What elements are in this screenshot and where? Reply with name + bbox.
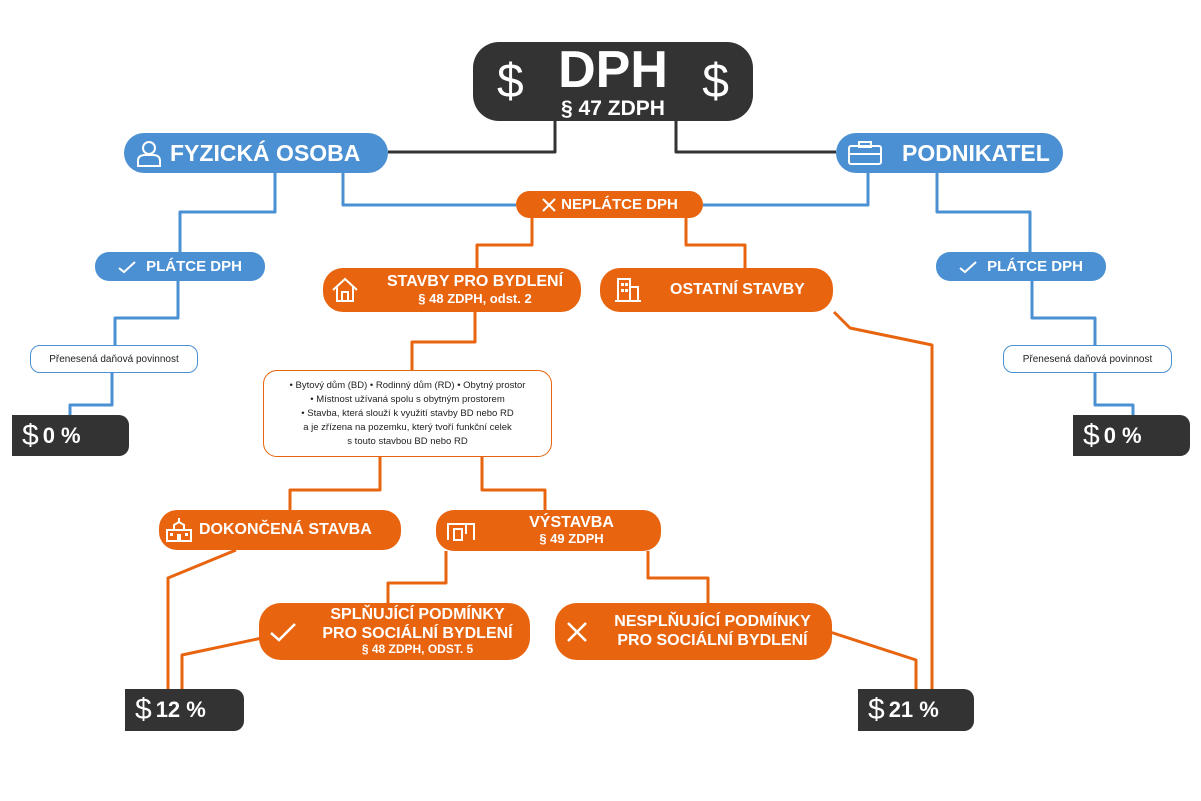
building-icon	[614, 277, 642, 303]
prenesena-left-text: Přenesená daňová povinnost	[49, 353, 179, 365]
person-icon	[136, 139, 162, 167]
podnikatel-label: PODNIKATEL	[902, 139, 1050, 166]
splnujici-podminky-node: SPLŇUJÍCÍ PODMÍNKY PRO SOCIÁLNÍ BYDLENÍ …	[259, 603, 530, 660]
condition-line: a je zřízena na pozemku, který tvoří fun…	[303, 422, 512, 433]
stavby-pro-bydleni-sub: § 48 ZDPH, odst. 2	[418, 290, 532, 306]
splnujici-line2: PRO SOCIÁLNÍ BYDLENÍ	[322, 624, 513, 642]
rate-0-left-value: 0 %	[42, 422, 81, 448]
condition-line: • Bytový dům (BD) • Rodinný dům (RD) • O…	[289, 380, 526, 391]
conditions-box: • Bytový dům (BD) • Rodinný dům (RD) • O…	[263, 370, 552, 457]
rate-12-value: 12 %	[155, 697, 206, 722]
stavby-pro-bydleni-node: STAVBY PRO BYDLENÍ § 48 ZDPH, odst. 2	[323, 268, 581, 312]
fyzicka-osoba-node: FYZICKÁ OSOBA	[124, 133, 388, 173]
cross-icon	[565, 620, 589, 644]
construction-icon	[446, 520, 476, 542]
school-building-icon	[165, 517, 193, 543]
condition-line: s touto stavbou BD nebo RD	[347, 436, 468, 447]
neplatce-node: NEPLÁTCE DPH	[516, 191, 703, 218]
briefcase-icon	[848, 141, 882, 165]
dollar-icon: $	[702, 55, 729, 108]
vystavba-sub: § 49 ZDPH	[539, 531, 604, 547]
check-icon	[959, 260, 977, 274]
rate-21: $ 21 %	[858, 689, 974, 731]
condition-line: • Stavba, která slouží k využití stavby …	[301, 408, 514, 419]
check-icon	[269, 621, 297, 643]
dollar-icon: $	[22, 418, 39, 452]
prenesena-right-note: Přenesená daňová povinnost	[1003, 345, 1172, 373]
vystavba-node: VÝSTAVBA § 49 ZDPH	[436, 510, 661, 551]
condition-line: • Místnost užívaná spolu s obytným prost…	[310, 394, 505, 405]
splnujici-sub: § 48 ZDPH, ODST. 5	[361, 641, 474, 656]
splnujici-line1: SPLŇUJÍCÍ PODMÍNKY	[330, 606, 505, 624]
dollar-icon: $	[1083, 418, 1100, 452]
platce-dph-right-label: PLÁTCE DPH	[987, 258, 1083, 275]
ostatni-stavby-node: OSTATNÍ STAVBY	[600, 268, 833, 312]
check-icon	[118, 260, 136, 274]
dollar-icon: $	[497, 55, 524, 108]
dokoncena-stavba-node: DOKONČENÁ STAVBA	[159, 510, 401, 550]
prenesena-right-text: Přenesená daňová povinnost	[1022, 353, 1153, 365]
house-icon	[331, 277, 359, 303]
rate-21-value: 21 %	[888, 697, 939, 722]
title-box: $ DPH § 47 ZDPH $	[473, 42, 753, 121]
nesplnujici-podminky-node: NESPLŇUJÍCÍ PODMÍNKY PRO SOCIÁLNÍ BYDLEN…	[555, 603, 832, 660]
fyzicka-osoba-label: FYZICKÁ OSOBA	[170, 139, 361, 166]
platce-dph-left-label: PLÁTCE DPH	[146, 258, 242, 275]
dollar-icon: $	[135, 693, 152, 726]
podnikatel-node: PODNIKATEL	[836, 133, 1063, 173]
platce-dph-right-node: PLÁTCE DPH	[936, 252, 1106, 281]
nesplnujici-line2: PRO SOCIÁLNÍ BYDLENÍ	[617, 631, 808, 649]
vystavba-label: VÝSTAVBA	[529, 513, 614, 531]
title-sub: § 47 ZDPH	[561, 97, 665, 120]
cross-icon	[541, 197, 557, 213]
platce-dph-left-node: PLÁTCE DPH	[95, 252, 265, 281]
rate-0-right: $ 0 %	[1073, 415, 1190, 456]
ostatni-stavby-label: OSTATNÍ STAVBY	[670, 281, 805, 298]
prenesena-left-note: Přenesená daňová povinnost	[30, 345, 198, 373]
title-main: DPH	[558, 41, 668, 99]
nesplnujici-line1: NESPLŇUJÍCÍ PODMÍNKY	[614, 613, 811, 631]
rate-12: $ 12 %	[125, 689, 244, 731]
rate-0-right-value: 0 %	[1103, 422, 1142, 448]
dollar-icon: $	[868, 693, 885, 726]
rate-0-left: $ 0 %	[12, 415, 129, 456]
stavby-pro-bydleni-label: STAVBY PRO BYDLENÍ	[386, 273, 564, 291]
dokoncena-stavba-label: DOKONČENÁ STAVBA	[199, 521, 372, 538]
neplatce-label: NEPLÁTCE DPH	[561, 196, 678, 213]
